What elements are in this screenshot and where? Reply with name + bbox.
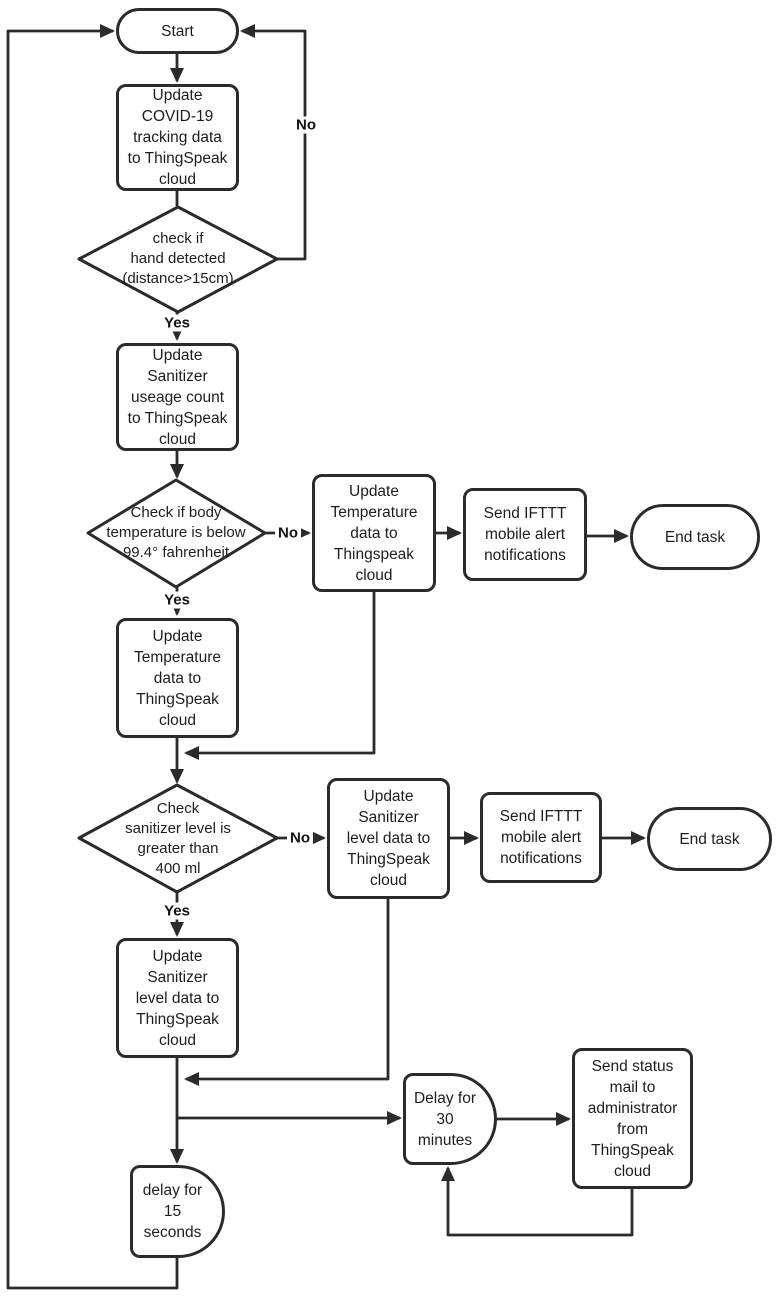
branch-label-level-no: No <box>287 829 313 847</box>
process-update-covid-data: Update COVID-19 tracking data to ThingSp… <box>116 84 239 191</box>
terminator-start: Start <box>116 8 239 54</box>
process-update-sanitizer-level-alert-path: Update Sanitizer level data to ThingSpea… <box>327 778 450 899</box>
edge-send-mail-loop-to-delay-30 <box>441 1166 634 1237</box>
delay-15-seconds: delay for 15 seconds <box>130 1165 225 1258</box>
process-update-sanitizer-level: Update Sanitizer level data to ThingSpea… <box>116 938 239 1058</box>
edge-hand-no-loop-to-start <box>240 24 307 261</box>
branch-label-hand-no: No <box>293 116 319 134</box>
branch-label-hand-yes: Yes <box>161 314 193 332</box>
decision-check-temperature-label: Check if body temperature is below 99.4°… <box>106 504 246 561</box>
edge-update-level-alert-to-junction <box>184 899 390 1086</box>
decision-check-sanitizer-level-label: Check sanitizer level is greater than 40… <box>125 800 231 877</box>
process-update-temperature-alert-path: Update Temperature data to Thingspeak cl… <box>312 474 436 592</box>
decision-check-hand-shape <box>77 205 279 314</box>
decision-check-hand-label: check if hand detected (distance>15cm) <box>122 230 234 287</box>
branch-label-level-yes: Yes <box>161 902 193 920</box>
process-update-temperature: Update Temperature data to ThingSpeak cl… <box>116 618 239 738</box>
process-send-status-mail: Send status mail to administrator from T… <box>572 1048 693 1189</box>
branch-label-temp-no: No <box>275 524 301 542</box>
process-send-ifttt-alert-temperature: Send IFTTT mobile alert notifications <box>463 488 587 581</box>
terminator-end-task-temperature: End task <box>630 504 760 570</box>
decision-check-level-shape <box>77 783 279 894</box>
process-send-ifttt-alert-level: Send IFTTT mobile alert notifications <box>480 792 602 883</box>
decision-check-temp-shape <box>86 478 267 589</box>
branch-label-temp-yes: Yes <box>161 591 193 609</box>
delay-30-minutes: Delay for 30 minutes <box>403 1073 497 1165</box>
edge-delay-15-loop-to-start <box>6 24 179 1290</box>
edge-update-temp-alert-to-junction <box>184 592 376 760</box>
terminator-end-task-level: End task <box>647 807 772 871</box>
process-update-sanitizer-usage: Update Sanitizer useage count to ThingSp… <box>116 343 239 451</box>
